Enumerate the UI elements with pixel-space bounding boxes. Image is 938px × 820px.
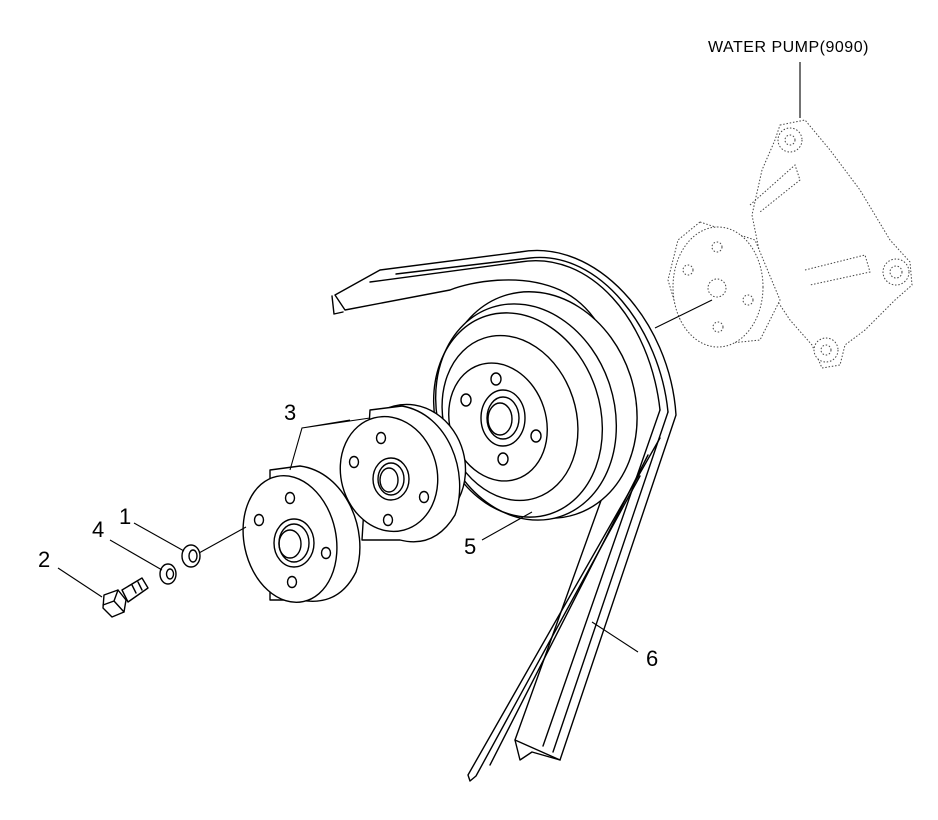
leader-2 (57, 567, 103, 598)
callout-2: 2 (38, 547, 50, 572)
leader-3 (289, 417, 371, 471)
leader-4 (109, 539, 163, 571)
callout-5: 5 (464, 534, 476, 559)
callout-1: 1 (119, 504, 131, 529)
callout-4: 4 (92, 517, 104, 542)
leader-washer-spacer (198, 526, 247, 554)
water-pump-phantom (667, 119, 913, 369)
bolt-part-2 (102, 577, 149, 618)
leader-lines (57, 62, 801, 653)
leader-5 (481, 511, 533, 541)
spring-washer-part-4 (159, 563, 177, 585)
washer-part-1 (181, 544, 201, 568)
callout-3: 3 (284, 400, 296, 425)
water-pump-label: WATER PUMP(9090) (708, 39, 869, 56)
leader-1 (133, 522, 185, 552)
leader-6 (591, 621, 639, 653)
crank-pulley-part-5 (432, 291, 638, 521)
callout-6: 6 (646, 646, 658, 671)
spacer-pulley-b-part-3 (242, 465, 361, 604)
leader-belt-pump (654, 299, 713, 329)
spacer-pulley-a-part-3 (339, 403, 467, 543)
